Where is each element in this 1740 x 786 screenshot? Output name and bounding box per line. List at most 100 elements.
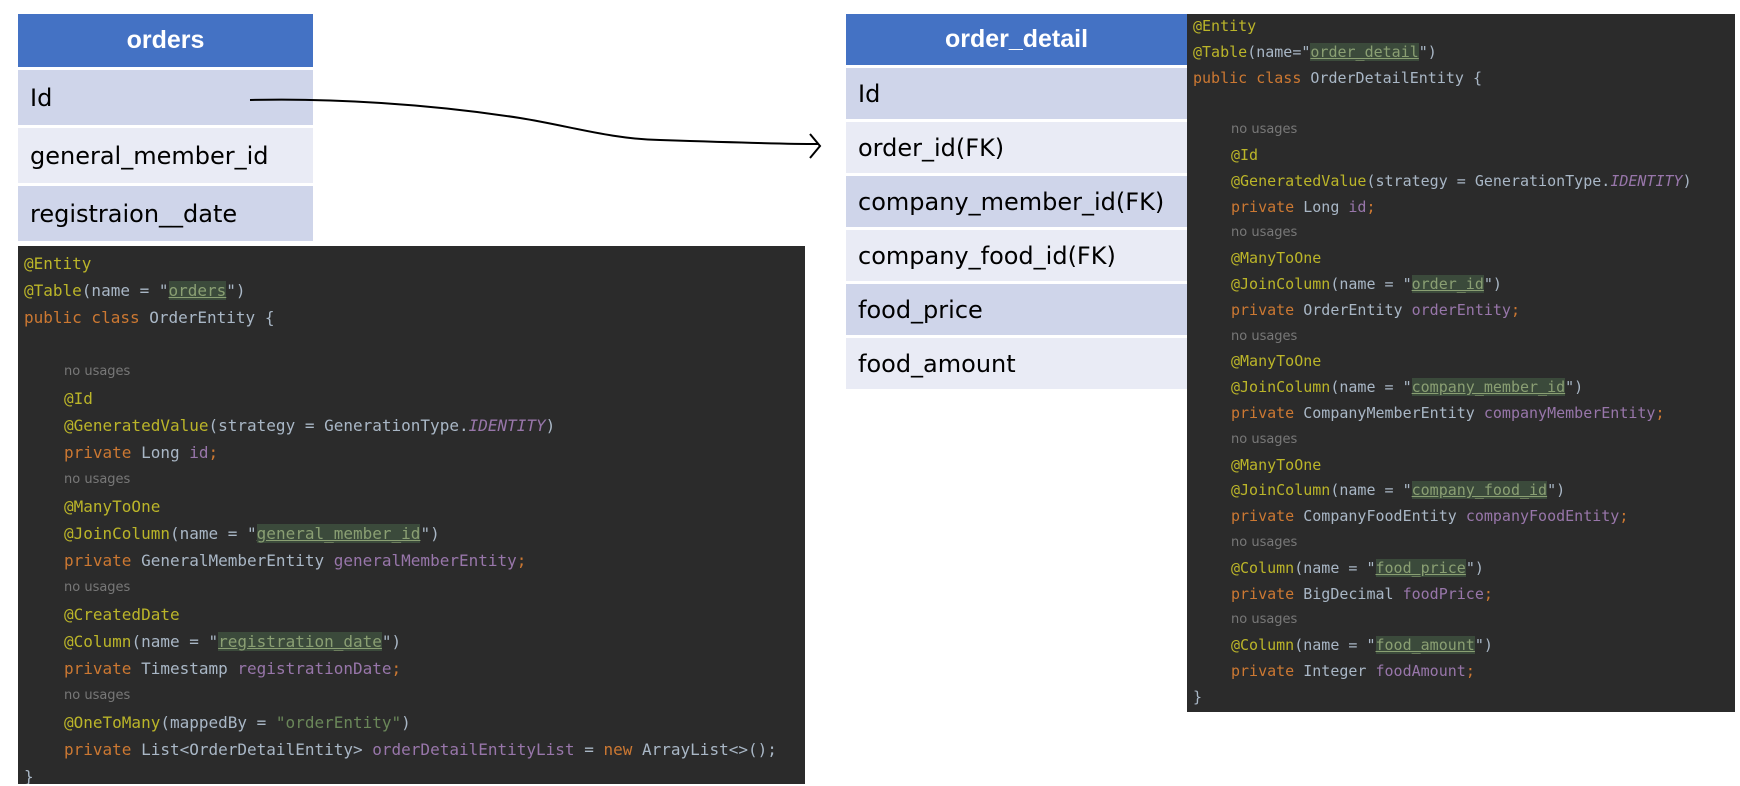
code-token: private bbox=[1231, 584, 1295, 603]
code-token: @Column bbox=[64, 632, 132, 651]
code-line: @GeneratedValue(strategy = GenerationTyp… bbox=[24, 412, 805, 439]
code-token: ") bbox=[1483, 274, 1502, 293]
order-detail-table-title: order_detail bbox=[846, 14, 1187, 68]
code-line: no usages bbox=[1193, 607, 1735, 633]
code-line: @Column(name = "registration_date") bbox=[24, 628, 805, 655]
code-token: registrationDate bbox=[237, 659, 392, 678]
code-token: IDENTITY bbox=[1610, 171, 1683, 190]
code-token: @Column bbox=[1231, 558, 1295, 577]
code-line: no usages bbox=[1193, 220, 1735, 246]
relation-arrowhead bbox=[809, 133, 822, 159]
code-line: no usages bbox=[24, 682, 805, 709]
code-line: @Column(name = "food_price") bbox=[1193, 556, 1735, 582]
code-line: no usages bbox=[1193, 427, 1735, 453]
orders-table: orders Id general_member_id registraion_… bbox=[18, 14, 313, 244]
code-token: (mappedBy = bbox=[160, 713, 276, 732]
code-token: (name = " bbox=[1330, 274, 1412, 293]
code-token: private bbox=[1231, 661, 1295, 680]
code-token: ; bbox=[1510, 300, 1520, 319]
code-token: foodAmount bbox=[1375, 661, 1466, 680]
order-detail-entity-code-panel: @Entity @Table(name="order_detail") publ… bbox=[1187, 14, 1735, 712]
relation-line bbox=[249, 98, 819, 145]
code-token: OrderEntity bbox=[1294, 300, 1412, 319]
code-line: @CreatedDate bbox=[24, 601, 805, 628]
usage-hint: no usages bbox=[64, 472, 131, 487]
code-token: } bbox=[1193, 687, 1203, 706]
code-line: private CompanyMemberEntity companyMembe… bbox=[1193, 401, 1735, 427]
code-token: @JoinColumn bbox=[1231, 378, 1331, 397]
code-token: (name = " bbox=[1294, 636, 1376, 655]
code-token: ; bbox=[391, 659, 402, 678]
code-token: public class bbox=[1193, 68, 1302, 87]
code-token: List<OrderDetailEntity> bbox=[131, 740, 373, 759]
code-token: @ManyToOne bbox=[1231, 352, 1322, 371]
code-token: food_price bbox=[1375, 558, 1466, 577]
code-line: @JoinColumn(name = "order_id") bbox=[1193, 272, 1735, 298]
code-token: @CreatedDate bbox=[64, 605, 180, 624]
code-token: @JoinColumn bbox=[1231, 481, 1331, 500]
code-token: (name = " bbox=[169, 524, 257, 543]
code-token: generalMemberEntity bbox=[333, 551, 517, 570]
code-token: ") bbox=[1465, 558, 1484, 577]
code-token: CompanyFoodEntity bbox=[1294, 507, 1466, 526]
code-token: order_id bbox=[1411, 274, 1484, 293]
orders-row-general-member-id: general_member_id bbox=[18, 128, 313, 186]
usage-hint: no usages bbox=[1231, 431, 1298, 447]
usage-hint: no usages bbox=[1231, 328, 1298, 344]
code-token: BigDecimal bbox=[1294, 584, 1403, 603]
order-detail-row-food-amount: food_amount bbox=[846, 338, 1187, 392]
code-line: @OneToMany(mappedBy = "orderEntity") bbox=[24, 709, 805, 736]
code-token: @JoinColumn bbox=[1231, 274, 1331, 293]
code-token: ") bbox=[1418, 42, 1437, 61]
code-line: @ManyToOne bbox=[1193, 453, 1735, 479]
code-token: "orderEntity" bbox=[275, 713, 402, 732]
code-token: food_amount bbox=[1375, 636, 1475, 655]
code-token: @ManyToOne bbox=[1231, 455, 1322, 474]
code-line: no usages bbox=[1193, 324, 1735, 350]
code-token: order_detail bbox=[1310, 42, 1419, 61]
code-line: no usages bbox=[1193, 530, 1735, 556]
usage-hint: no usages bbox=[64, 364, 131, 379]
code-token: general_member_id bbox=[256, 524, 421, 543]
orders-table-title: orders bbox=[18, 14, 313, 70]
usage-hint: no usages bbox=[1231, 122, 1298, 138]
code-token: id bbox=[189, 443, 209, 462]
code-token: ) bbox=[1682, 171, 1692, 190]
code-line: @Entity bbox=[1193, 14, 1735, 40]
code-line: private GeneralMemberEntity generalMembe… bbox=[24, 547, 805, 574]
code-token: @Column bbox=[1231, 636, 1295, 655]
code-token: orderEntity bbox=[1411, 300, 1511, 319]
code-line: } bbox=[1193, 685, 1735, 711]
code-token: @ManyToOne bbox=[1231, 249, 1322, 268]
code-line: @Entity bbox=[24, 250, 805, 277]
code-line: public class OrderEntity { bbox=[24, 304, 805, 331]
code-token: Integer bbox=[1294, 661, 1376, 680]
order-detail-row-food-price: food_price bbox=[846, 284, 1187, 338]
code-token: @Entity bbox=[24, 254, 92, 273]
code-token: (name = " bbox=[131, 632, 219, 651]
code-token: registration_date bbox=[218, 632, 382, 651]
code-token: company_food_id bbox=[1411, 481, 1548, 500]
code-line: @Column(name = "food_amount") bbox=[1193, 633, 1735, 659]
code-token: ") bbox=[1474, 636, 1493, 655]
usage-hint: no usages bbox=[1231, 534, 1298, 550]
code-token: private bbox=[64, 551, 132, 570]
code-token: CompanyMemberEntity bbox=[1294, 403, 1484, 422]
usage-hint: no usages bbox=[1231, 612, 1298, 628]
code-token: OrderDetailEntity { bbox=[1301, 68, 1482, 87]
code-token: IDENTITY bbox=[468, 416, 546, 435]
usage-hint: no usages bbox=[64, 580, 131, 595]
code-token: ; bbox=[1366, 197, 1376, 216]
code-token: ") bbox=[1565, 378, 1584, 397]
order-detail-table: order_detail Id order_id(FK) company_mem… bbox=[846, 14, 1187, 392]
code-token: ) bbox=[545, 416, 556, 435]
code-line: no usages bbox=[24, 466, 805, 493]
code-token: ; bbox=[516, 551, 527, 570]
code-token: (strategy = GenerationType. bbox=[1366, 171, 1611, 190]
code-line: @Id bbox=[24, 385, 805, 412]
code-token: (name = " bbox=[1330, 481, 1412, 500]
code-token: } bbox=[24, 767, 34, 784]
code-line: private Timestamp registrationDate; bbox=[24, 655, 805, 682]
code-token: ; bbox=[208, 443, 219, 462]
